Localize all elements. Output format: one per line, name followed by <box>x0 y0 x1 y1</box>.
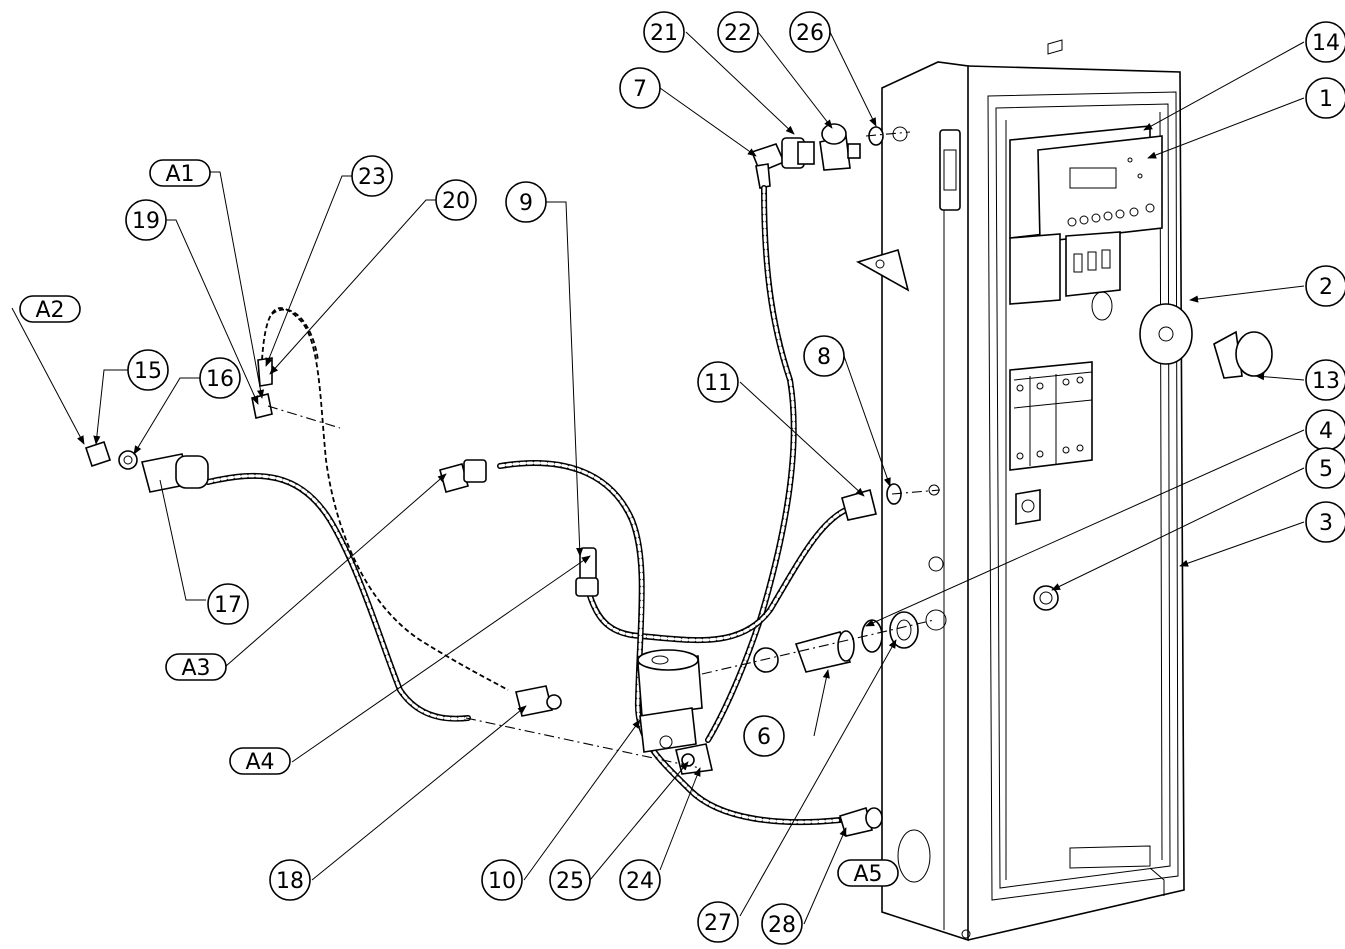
callout-labels: 1 14 2 13 4 5 3 21 22 26 7 11 8 9 6 27 2… <box>125 11 1345 945</box>
solenoid-valve-10 <box>637 649 703 753</box>
callout-23: 23 <box>351 155 393 197</box>
tag-a3: A3 <box>165 653 227 681</box>
svg-text:11: 11 <box>704 371 732 396</box>
callout-13: 13 <box>1305 359 1345 401</box>
callout-19: 19 <box>125 199 167 241</box>
svg-text:15: 15 <box>134 359 162 384</box>
svg-text:5: 5 <box>1319 457 1333 482</box>
callout-24: 24 <box>619 859 661 901</box>
svg-text:16: 16 <box>206 367 234 392</box>
sensor-9 <box>575 547 599 597</box>
leader-lines <box>11 31 1305 925</box>
callout-15: 15 <box>127 349 169 391</box>
svg-text:17: 17 <box>214 593 242 618</box>
callout-10: 10 <box>481 859 523 901</box>
svg-text:13: 13 <box>1312 369 1340 394</box>
callout-9: 9 <box>505 181 547 223</box>
callout-14: 14 <box>1305 21 1345 63</box>
svg-text:2: 2 <box>1319 275 1333 300</box>
svg-text:28: 28 <box>768 913 796 938</box>
svg-text:27: 27 <box>704 911 732 936</box>
circuit-breakers <box>1009 231 1121 321</box>
callout-25: 25 <box>549 859 591 901</box>
svg-text:19: 19 <box>132 209 160 234</box>
fitting-15 <box>84 440 112 468</box>
top-fittings <box>750 123 884 189</box>
callout-17: 17 <box>207 583 249 625</box>
svg-text:A5: A5 <box>853 862 882 887</box>
tee-fitting-18 <box>515 685 562 717</box>
svg-text:21: 21 <box>650 21 678 46</box>
callout-20: 20 <box>435 179 477 221</box>
locknut-5 <box>1033 585 1059 611</box>
svg-text:18: 18 <box>276 869 304 894</box>
tag-a1: A1 <box>149 159 211 187</box>
callout-7: 7 <box>619 67 661 109</box>
callout-3: 3 <box>1305 501 1345 543</box>
controller-display-unit <box>1009 125 1163 243</box>
svg-text:A3: A3 <box>181 656 210 681</box>
callout-6: 6 <box>743 715 785 757</box>
fitting-a3 <box>439 459 487 493</box>
callout-22: 22 <box>717 11 759 53</box>
callout-26: 26 <box>789 11 831 53</box>
seal-ring-2 <box>1139 303 1193 365</box>
svg-text:4: 4 <box>1319 419 1333 444</box>
assembly-tags: A1 A2 A3 A4 A5 <box>19 159 899 887</box>
callout-27: 27 <box>697 901 739 943</box>
callout-18: 18 <box>269 859 311 901</box>
callout-16: 16 <box>199 357 241 399</box>
svg-text:23: 23 <box>358 165 386 190</box>
gland-27 <box>889 611 919 649</box>
callout-21: 21 <box>643 11 685 53</box>
connector-20 <box>257 357 273 387</box>
push-button-13 <box>1213 330 1273 379</box>
callout-11: 11 <box>697 361 739 403</box>
svg-text:10: 10 <box>488 869 516 894</box>
contactor-block <box>1009 361 1093 525</box>
svg-text:1: 1 <box>1319 87 1333 112</box>
svg-text:3: 3 <box>1319 511 1333 536</box>
tag-a4: A4 <box>229 747 291 775</box>
callout-8: 8 <box>803 335 845 377</box>
callout-2: 2 <box>1305 265 1345 307</box>
svg-text:22: 22 <box>724 21 752 46</box>
svg-text:9: 9 <box>519 191 533 216</box>
svg-text:26: 26 <box>796 21 824 46</box>
svg-text:A1: A1 <box>165 162 194 187</box>
tag-a2: A2 <box>19 295 81 323</box>
svg-text:A2: A2 <box>35 298 64 323</box>
svg-text:6: 6 <box>757 725 771 750</box>
callout-4: 4 <box>1305 409 1345 451</box>
callout-28: 28 <box>761 903 803 945</box>
assembly-center-lines <box>267 131 941 769</box>
callout-5: 5 <box>1305 447 1345 489</box>
svg-text:25: 25 <box>556 869 584 894</box>
sleeve-6 <box>753 630 855 673</box>
callout-1: 1 <box>1305 77 1345 119</box>
filter-body-17 <box>141 453 209 493</box>
fitting-11 <box>841 489 877 521</box>
tag-a5: A5 <box>837 859 899 887</box>
svg-text:7: 7 <box>633 77 647 102</box>
svg-text:14: 14 <box>1312 31 1340 56</box>
svg-text:8: 8 <box>817 345 831 370</box>
elbow-a5 <box>839 806 883 837</box>
svg-text:20: 20 <box>442 189 470 214</box>
svg-text:A4: A4 <box>245 750 274 775</box>
fitting-16 <box>118 450 138 470</box>
svg-text:24: 24 <box>626 869 654 894</box>
